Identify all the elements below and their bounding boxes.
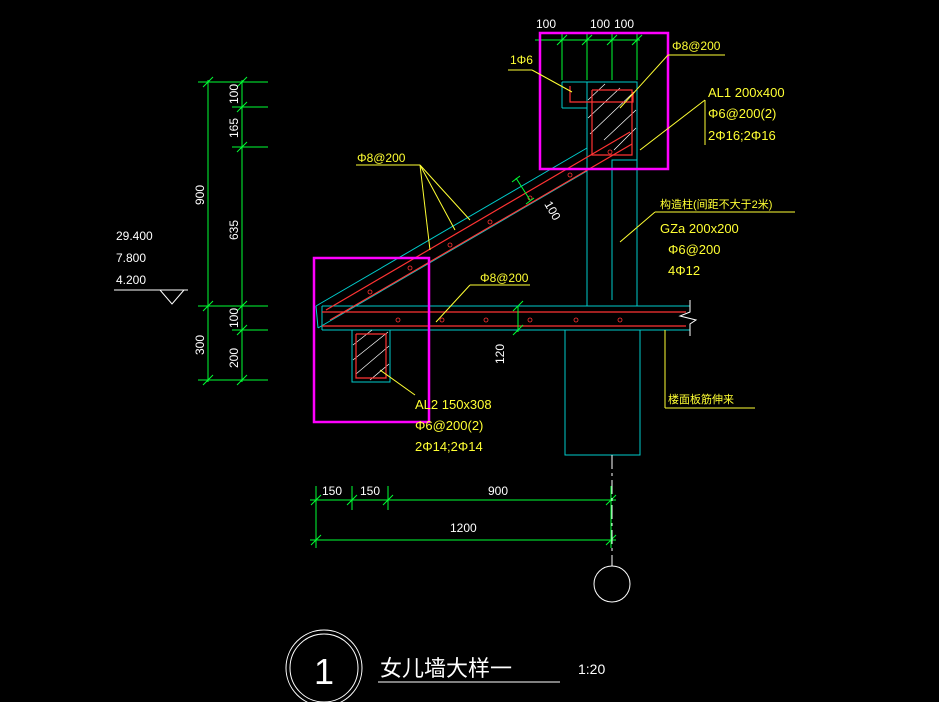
dim-left-165: 165 [227, 118, 241, 138]
label-gz-bars: 4Φ12 [668, 263, 700, 278]
label-slab-bar: Φ8@200 [480, 271, 529, 285]
label-top-bar: 1Φ6 [510, 53, 533, 67]
elevation-2: 7.800 [116, 251, 146, 265]
slab-depth-dimension [512, 300, 524, 336]
axis-bubble [593, 565, 631, 603]
label-slope-bar: Φ8@200 [357, 151, 406, 165]
concrete-hatch [352, 83, 637, 381]
dim-top-100c: 100 [614, 17, 634, 31]
label-column-note: 构造柱(间距不大于2米) [660, 197, 772, 211]
dim-bottom-1200: 1200 [450, 521, 477, 535]
highlight-box-top [538, 31, 670, 171]
label-gz-stirrup: Φ6@200 [668, 242, 721, 257]
label-al2-stirrup: Φ6@200(2) [415, 418, 483, 433]
elevation-marker [114, 289, 188, 305]
dim-left-100b: 100 [227, 308, 241, 328]
rebar-dots [367, 149, 623, 323]
dim-top-100a: 100 [536, 17, 556, 31]
label-slab-note: 楼面板筋伸来 [668, 392, 734, 406]
dim-bottom-150b: 150 [360, 484, 380, 498]
slope-dimension [511, 175, 535, 205]
dim-bottom-150a: 150 [322, 484, 342, 498]
detail-scale: 1:20 [578, 661, 605, 677]
dim-beam-120: 120 [493, 344, 507, 364]
dim-left-100a: 100 [227, 84, 241, 104]
rebar [322, 86, 686, 379]
left-dimension-chain [198, 76, 268, 386]
structure-outline [315, 81, 698, 456]
annotation-leaders [356, 54, 795, 409]
detail-number: 1 [314, 651, 334, 692]
dim-slope-100: 100 [541, 199, 563, 224]
detail-title: 女儿墙大样一 [380, 656, 512, 681]
elevation-1: 29.400 [116, 229, 153, 243]
top-dimension-chain [535, 34, 643, 80]
label-al1-stirrup: Φ6@200(2) [708, 106, 776, 121]
dim-left-900: 900 [193, 185, 207, 205]
axis-line [593, 455, 631, 603]
dim-bottom-900: 900 [488, 484, 508, 498]
dim-left-300: 300 [193, 335, 207, 355]
label-al2-bars: 2Φ14;2Φ14 [415, 439, 483, 454]
dim-top-100b: 100 [590, 17, 610, 31]
highlight-box-bottom [312, 256, 431, 424]
dim-left-200: 200 [227, 348, 241, 368]
label-al2-title: AL2 150x308 [415, 397, 492, 412]
label-al1-bars: 2Φ16;2Φ16 [708, 128, 776, 143]
bottom-dimension-chain [310, 486, 617, 548]
detail-marker [285, 629, 363, 702]
dim-left-635: 635 [227, 220, 241, 240]
label-gz-title: GZa 200x200 [660, 221, 739, 236]
label-al1-title: AL1 200x400 [708, 85, 785, 100]
elevation-3: 4.200 [116, 273, 146, 287]
label-top-stirrup: Φ8@200 [672, 39, 721, 53]
